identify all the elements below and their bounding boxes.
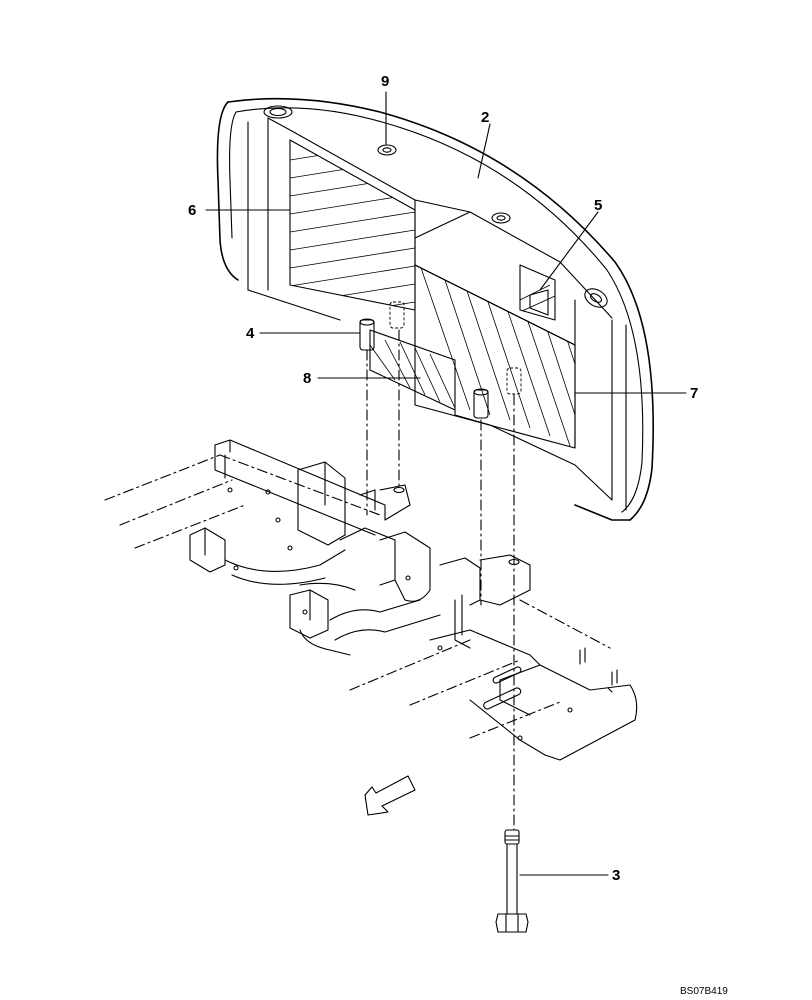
alignment-lines [366,329,515,831]
callout-4: 4 [246,325,255,342]
callout-6: 6 [188,202,196,219]
plate-7 [414,264,576,449]
leader-lines [205,91,687,876]
callout-3: 3 [612,867,620,884]
forward-arrow-icon [364,775,416,816]
bushing-4 [359,318,489,419]
block-5 [519,264,556,321]
callout-2: 2 [481,109,489,126]
bolt-3 [495,829,529,933]
callout-5: 5 [594,197,602,214]
plug-9 [377,144,397,156]
plug-2 [491,212,511,224]
callout-7: 7 [690,385,698,402]
block-8 [369,301,522,411]
callout-9: 9 [381,73,389,90]
figure-reference-code: BS07B419 [680,986,728,997]
callout-8: 8 [303,370,311,387]
upper-frame [104,439,638,761]
